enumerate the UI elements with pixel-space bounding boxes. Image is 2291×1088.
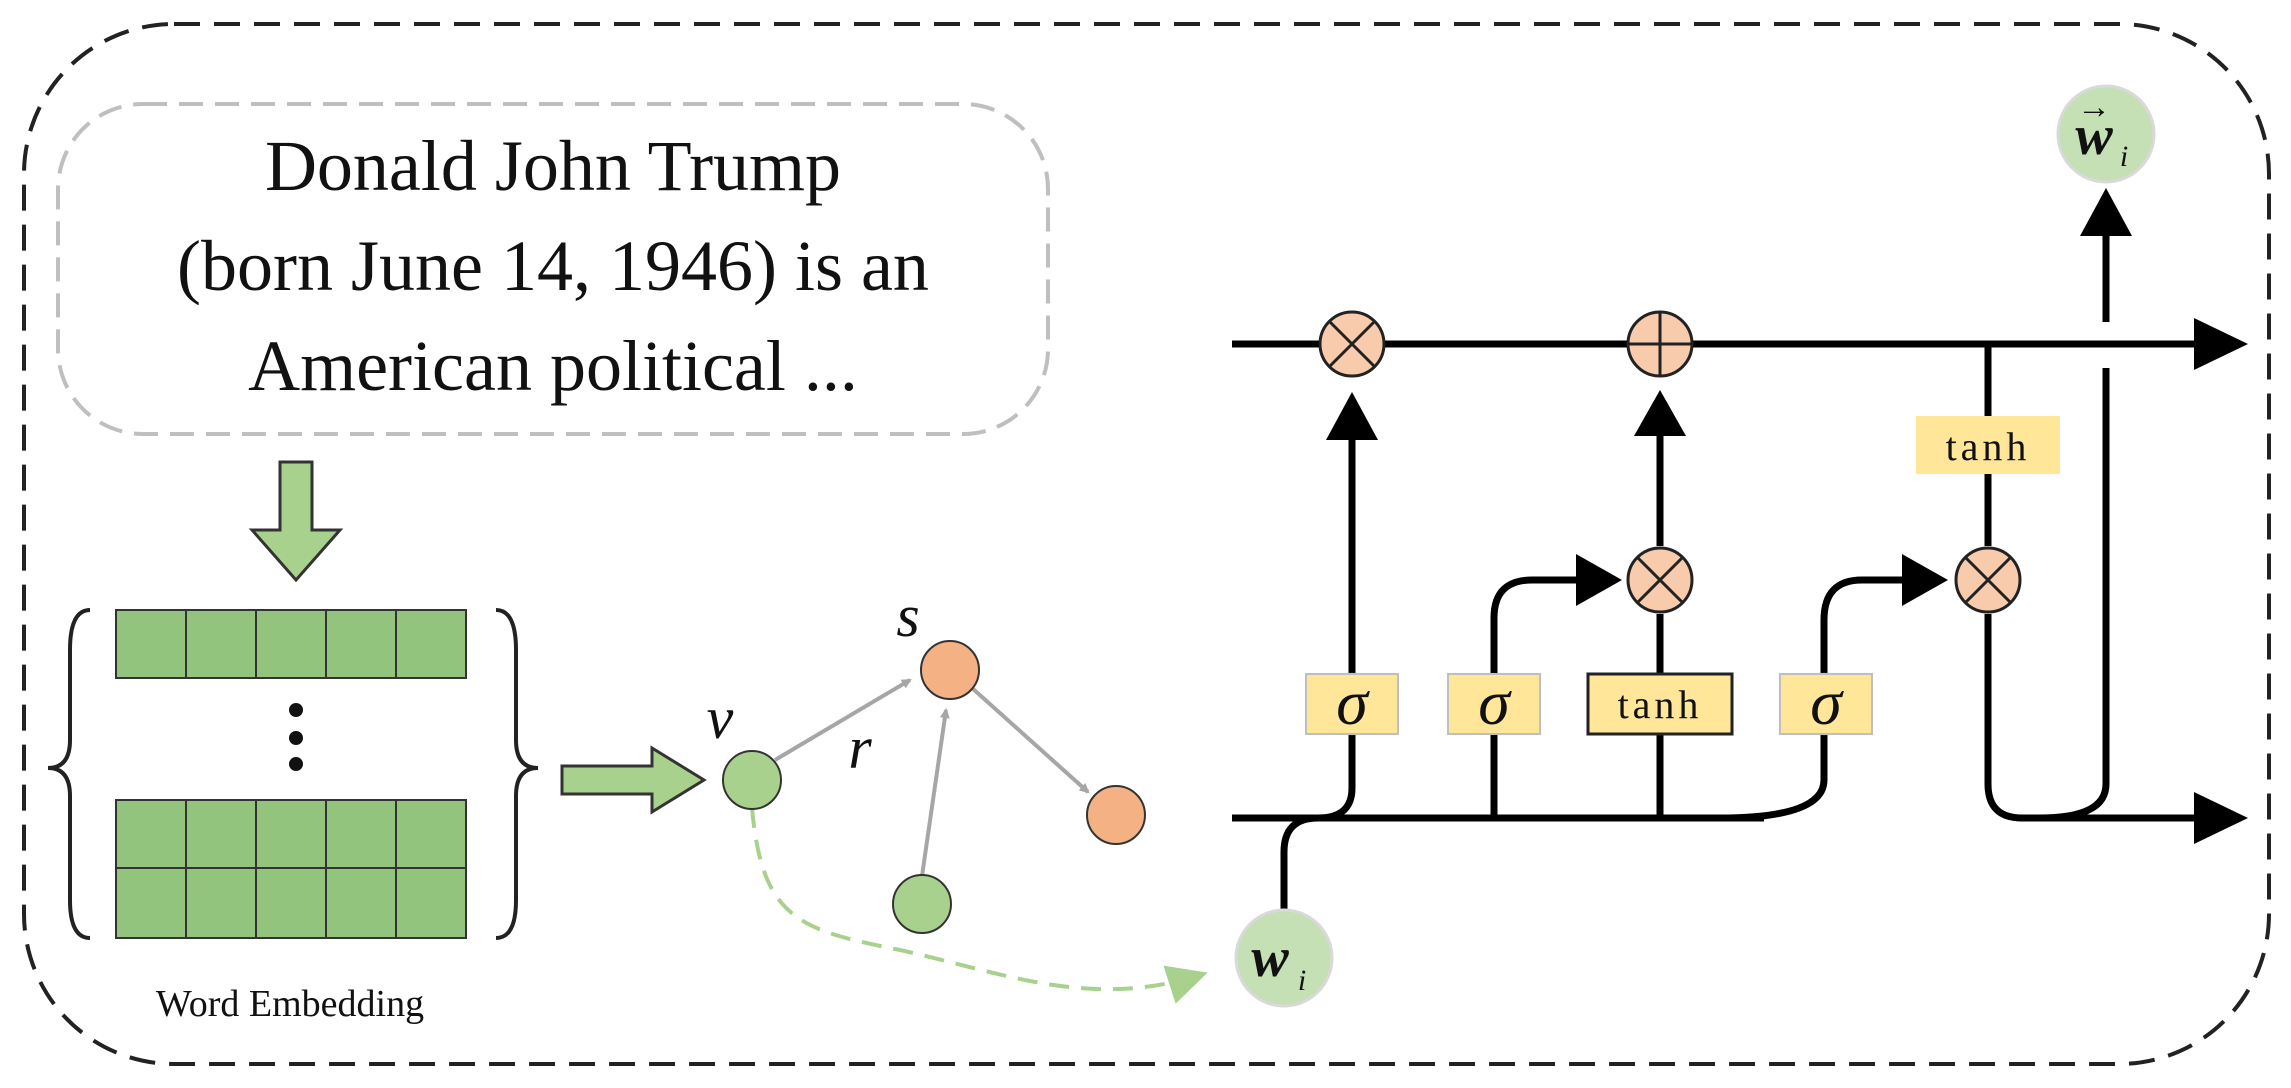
input-gate-sigma: σ bbox=[1447, 667, 1541, 738]
embedding-row-3 bbox=[115, 867, 467, 939]
embedding-row-2 bbox=[115, 799, 467, 869]
outer-frame bbox=[22, 22, 2271, 1066]
left-brace-icon bbox=[47, 608, 91, 940]
text-bubble-outline bbox=[56, 102, 1050, 436]
label-s: s bbox=[896, 583, 919, 649]
forget-arrowhead-icon bbox=[1326, 392, 1378, 440]
right-arrow-icon bbox=[560, 745, 707, 815]
output-gate-path bbox=[1719, 576, 1906, 822]
output-product-path bbox=[1984, 614, 2040, 822]
hidden-state-arrowhead-icon bbox=[2194, 792, 2248, 844]
forget-gate-path bbox=[1317, 440, 1356, 822]
embedding-row-1 bbox=[115, 609, 467, 679]
input-gate-path bbox=[1490, 576, 1580, 818]
output-gate-arrowhead-icon bbox=[1902, 554, 1948, 606]
svg-text:w: w bbox=[1251, 927, 1289, 989]
knowledge-graph: v s r bbox=[707, 583, 1208, 1004]
svg-text:σ: σ bbox=[1478, 667, 1512, 738]
vertical-ellipsis-icon bbox=[289, 703, 303, 771]
multiply-output-icon bbox=[1954, 546, 2022, 614]
svg-text:i: i bbox=[2120, 140, 2128, 173]
dashed-link-v-to-wi bbox=[750, 807, 1208, 1004]
vector-arrow-icon: → bbox=[2077, 89, 2111, 126]
edge-bottom-s bbox=[920, 708, 950, 877]
output-node-wi: → w i bbox=[2056, 84, 2156, 184]
output-up-path bbox=[2039, 368, 2110, 822]
text-bubble: Donald John Trump (born June 14, 1946) i… bbox=[56, 102, 1050, 436]
add-cell-icon bbox=[1626, 310, 1694, 378]
label-v: v bbox=[707, 685, 734, 751]
svg-text:i: i bbox=[1298, 964, 1306, 997]
svg-text:σ: σ bbox=[1336, 667, 1370, 738]
edge-s-right bbox=[970, 686, 1090, 794]
cell-tanh: tanh bbox=[1916, 416, 2060, 474]
candidate-tanh: tanh bbox=[1586, 672, 1734, 736]
node-bottom bbox=[892, 874, 952, 934]
output-gate-sigma: σ bbox=[1779, 667, 1873, 738]
multiply-forget-icon bbox=[1318, 310, 1386, 378]
forget-gate-sigma: σ bbox=[1305, 667, 1399, 738]
embedding-caption: Word Embedding bbox=[156, 983, 424, 1025]
text-line-2: (born June 14, 1946) is an bbox=[177, 226, 929, 306]
node-right bbox=[1086, 785, 1146, 845]
input-riser bbox=[1280, 814, 1319, 910]
node-s bbox=[920, 640, 980, 700]
input-gate-arrowhead-icon bbox=[1576, 554, 1622, 606]
down-arrow-icon bbox=[248, 460, 344, 583]
svg-text:tanh: tanh bbox=[1946, 424, 2031, 469]
cell-state-arrowhead-icon bbox=[2194, 318, 2248, 370]
input-node-wi: w i bbox=[1234, 908, 1334, 1008]
node-v bbox=[722, 750, 782, 810]
multiply-input-icon bbox=[1626, 546, 1694, 614]
svg-text:tanh: tanh bbox=[1618, 682, 1703, 727]
svg-text:σ: σ bbox=[1810, 667, 1844, 738]
svg-text:w: w bbox=[2075, 105, 2113, 167]
output-up-arrowhead-icon bbox=[2080, 188, 2132, 236]
edge-v-s bbox=[773, 678, 912, 762]
text-line-1: Donald John Trump bbox=[265, 126, 841, 206]
add-arrowhead-icon bbox=[1634, 390, 1686, 436]
word-embedding-matrix: Word Embedding bbox=[47, 608, 539, 1025]
right-brace-icon bbox=[495, 608, 539, 940]
text-line-3: American political ... bbox=[248, 326, 858, 406]
label-r: r bbox=[848, 715, 872, 781]
lstm-cell: σ σ tanh σ tanh w i → w i bbox=[1232, 84, 2248, 1008]
